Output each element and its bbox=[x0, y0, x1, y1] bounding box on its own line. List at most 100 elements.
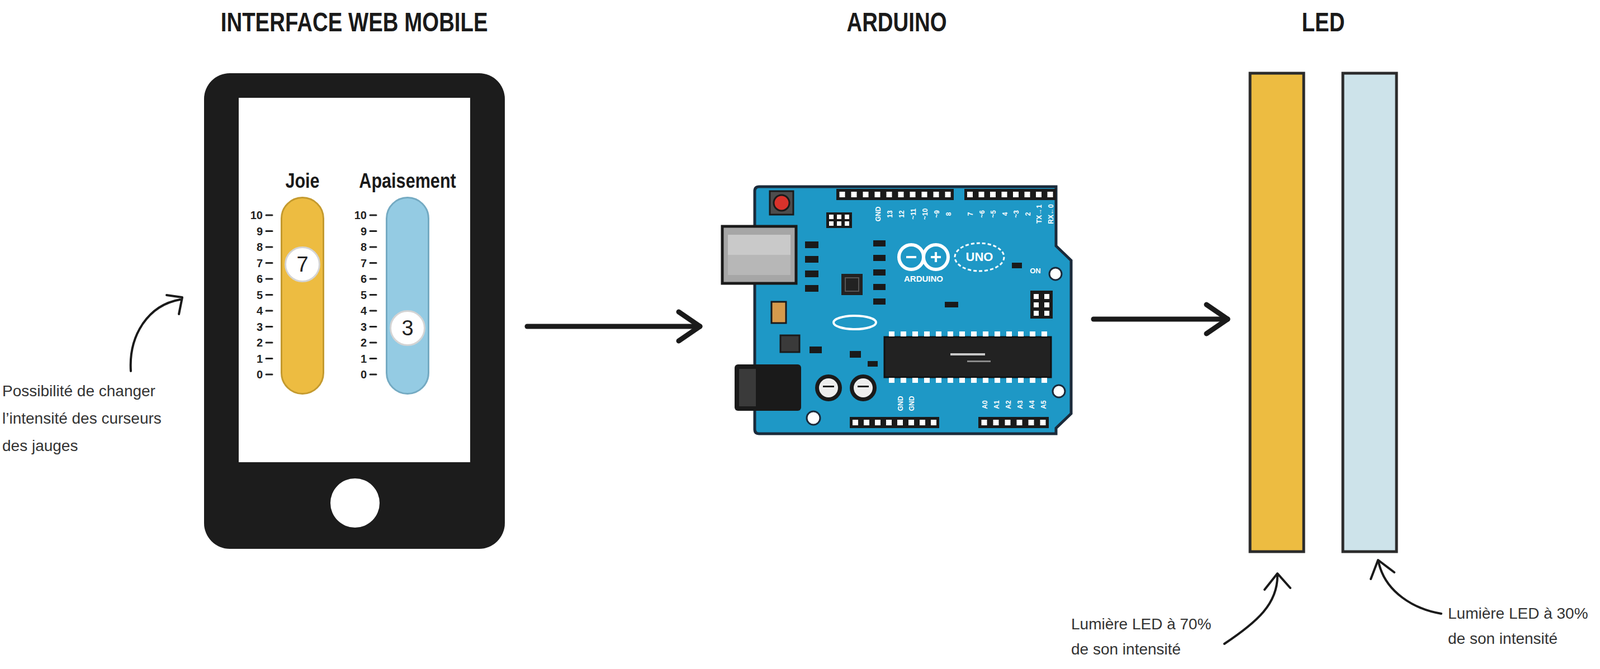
header-pin-part bbox=[898, 191, 904, 198]
scale-ticks-part bbox=[266, 342, 273, 344]
phone-body-part bbox=[204, 73, 505, 549]
microcontroller-chip-part-part bbox=[971, 377, 977, 383]
scale-number: 4 bbox=[256, 304, 263, 317]
microcontroller-chip-part-part bbox=[1006, 331, 1012, 337]
icsp-header-part bbox=[1030, 290, 1053, 319]
label-wrap: 7 bbox=[360, 257, 367, 270]
scale-number: 7 bbox=[256, 257, 263, 270]
power-led-label: ON bbox=[1029, 267, 1041, 276]
flow-arrow bbox=[1093, 304, 1228, 334]
scale-ticks-part bbox=[266, 310, 273, 312]
small-chip-part bbox=[845, 277, 859, 292]
board-model-text: UNO bbox=[966, 250, 994, 264]
arduino-board: ARDUINO bbox=[722, 186, 1072, 434]
mounting-hole-part bbox=[806, 411, 821, 425]
label-wrap: 0 bbox=[360, 368, 367, 381]
capacitor-part bbox=[815, 374, 842, 402]
microcontroller-chip-part-part bbox=[912, 377, 918, 383]
label-wrap: 0 bbox=[256, 368, 263, 381]
pin-header-part bbox=[849, 417, 940, 429]
pin-label: RX←0 bbox=[1047, 204, 1055, 224]
label-wrap: 10 bbox=[354, 209, 367, 222]
label-wrap: Lumière LED à 70% de son intensité bbox=[1071, 611, 1223, 662]
label-wrap: 1 bbox=[256, 352, 263, 366]
capacitor-part bbox=[822, 385, 835, 388]
arduino-logo-part bbox=[934, 252, 937, 263]
arduino-logo-part bbox=[906, 256, 917, 259]
arrow-shaft bbox=[1093, 316, 1228, 323]
pin-label: ~6 bbox=[978, 210, 987, 219]
scale-number: 2 bbox=[360, 336, 367, 349]
label-wrap: 8 bbox=[256, 240, 263, 254]
capacitor-part bbox=[857, 385, 869, 388]
label-wrap: GND bbox=[906, 396, 917, 412]
label-wrap: 7 bbox=[256, 257, 263, 270]
label-wrap: ~6 bbox=[976, 210, 987, 219]
arduino-logo bbox=[898, 243, 1005, 272]
label-wrap: ~11 bbox=[907, 208, 918, 220]
section-heading: INTERFACE WEB MOBILE bbox=[220, 7, 489, 37]
microcontroller-chip-part-part bbox=[924, 377, 930, 383]
label-wrap: 3 bbox=[360, 320, 367, 334]
icsp-header bbox=[826, 212, 1053, 319]
label-wrap: A0 bbox=[979, 400, 990, 409]
small-chip-part bbox=[841, 273, 863, 296]
header-pin-part bbox=[990, 191, 996, 198]
microcontroller-chip-part-part bbox=[959, 331, 965, 337]
label-wrap: 4 bbox=[360, 304, 367, 317]
usb-port-part bbox=[722, 226, 797, 284]
header-pin-part bbox=[874, 419, 881, 426]
smd-components-part bbox=[805, 270, 819, 278]
gauge-heading-wrap: Apaisement bbox=[309, 169, 506, 197]
header-pin-part bbox=[851, 191, 858, 198]
header-pin-part bbox=[1012, 191, 1019, 198]
reset-button-part bbox=[769, 191, 794, 215]
header-pin-part bbox=[1005, 419, 1011, 426]
label-wrap: 9 bbox=[256, 225, 263, 238]
header-pin-part bbox=[1040, 419, 1046, 426]
label-wrap: ~9 bbox=[931, 210, 942, 219]
header-pin-part bbox=[863, 419, 870, 426]
microcontroller-chip-part-part bbox=[1006, 377, 1012, 383]
microcontroller-chip-part-part bbox=[994, 331, 1001, 337]
scale-ticks-part bbox=[370, 262, 377, 264]
arrow-head bbox=[1206, 304, 1228, 334]
reset-button-part bbox=[773, 195, 790, 211]
pin-label: 7 bbox=[967, 212, 975, 217]
phone-body-part bbox=[330, 478, 380, 528]
pin-label: ~9 bbox=[933, 210, 941, 219]
scale-ticks-part bbox=[370, 374, 377, 376]
scale-ticks-part bbox=[266, 214, 273, 217]
label-wrap: 4 bbox=[999, 212, 1010, 217]
pin-label: 2 bbox=[1024, 212, 1033, 217]
reset-button bbox=[769, 191, 794, 215]
microcontroller-chip-part-part bbox=[1041, 377, 1048, 383]
scale-number: 9 bbox=[360, 225, 367, 238]
header-pin-part bbox=[1047, 191, 1054, 198]
label-wrap: TX→1 bbox=[1033, 204, 1044, 224]
microcontroller-chip-part-part bbox=[971, 331, 977, 337]
leader-arrow-part bbox=[1264, 573, 1291, 590]
smd-components-part bbox=[873, 298, 886, 305]
microcontroller-chip-part-part bbox=[888, 331, 895, 337]
microcontroller-chip-part-part bbox=[924, 331, 930, 337]
icsp-header-part bbox=[1033, 310, 1039, 316]
leader-arrow bbox=[130, 295, 1442, 645]
leader-arrow-part bbox=[130, 299, 181, 372]
scale-ticks-part bbox=[370, 246, 377, 249]
header-pin-part bbox=[919, 419, 926, 426]
label-wrap: 7 bbox=[964, 212, 975, 217]
icsp-header-part bbox=[844, 221, 850, 226]
mounting-hole-part bbox=[1052, 385, 1065, 398]
capacitor-part bbox=[819, 378, 839, 398]
label-wrap: 4 bbox=[256, 304, 263, 317]
usb-port-part bbox=[727, 254, 791, 276]
slider-knob: 3 bbox=[389, 310, 426, 347]
scale-number: 10 bbox=[354, 209, 367, 222]
pin-label: A1 bbox=[993, 400, 1001, 409]
header-pin-part bbox=[1001, 191, 1008, 198]
header-pin bbox=[839, 191, 1054, 426]
scale-ticks-part bbox=[370, 342, 377, 344]
label-wrap: 2 bbox=[1022, 212, 1033, 217]
